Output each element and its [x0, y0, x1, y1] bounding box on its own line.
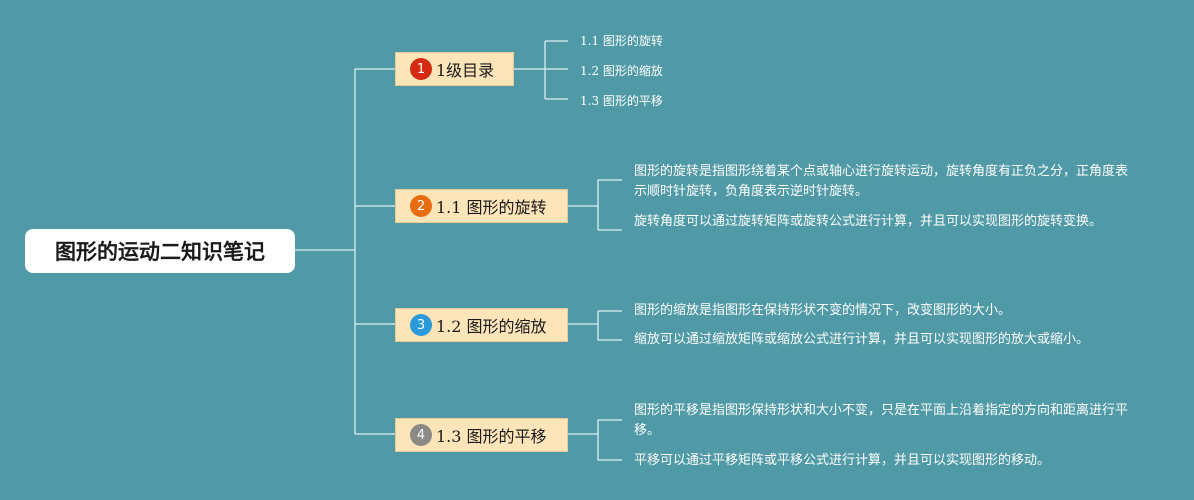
branch-node-3[interactable]: 3 1.2 图形的缩放: [395, 308, 568, 342]
number-badge-icon: 1: [410, 58, 432, 80]
leaf-1-3[interactable]: 1.3 图形的平移: [580, 94, 663, 108]
branch-2-leaf-connector: [568, 179, 622, 231]
leaf-4-2[interactable]: 平移可以通过平移矩阵或平移公式进行计算，并且可以实现图形的移动。: [634, 453, 1051, 468]
leaf-1-1[interactable]: 1.1 图形的旋转: [580, 34, 663, 48]
branch-node-1[interactable]: 1 1级目录: [395, 52, 514, 86]
leaf-2-1[interactable]: 图形的旋转是指图形绕着某个点或轴心进行旋转运动，旋转角度有正负之分，正角度表示顺…: [634, 164, 1129, 199]
leaf-3-1[interactable]: 图形的缩放是指图形在保持形状不变的情况下，改变图形的大小。: [634, 303, 1012, 318]
branch-label: 1.2 图形的缩放: [436, 317, 547, 336]
branch-node-4[interactable]: 4 1.3 图形的平移: [395, 418, 568, 452]
branch-4-leaf-connector: [568, 419, 622, 461]
root-title: 图形的运动二知识笔记: [55, 240, 265, 264]
leaf-2-2[interactable]: 旋转角度可以通过旋转矩阵或旋转公式进行计算，并且可以实现图形的旋转变换。: [634, 214, 1103, 229]
leaf-3-2[interactable]: 缩放可以通过缩放矩阵或缩放公式进行计算，并且可以实现图形的放大或缩小。: [634, 332, 1090, 347]
number-badge-icon: 3: [410, 314, 432, 336]
branch-node-2[interactable]: 2 1.1 图形的旋转: [395, 189, 568, 223]
leaf-4-1[interactable]: 图形的平移是指图形保持形状和大小不变，只是在平面上沿着指定的方向和距离进行平移。: [634, 403, 1129, 438]
root-node[interactable]: 图形的运动二知识笔记: [25, 229, 295, 273]
branch-3-leaf-connector: [568, 310, 622, 341]
branch-label: 1.3 图形的平移: [436, 427, 547, 446]
number-badge-icon: 4: [410, 424, 432, 446]
branch-1-leaf-connector: [514, 40, 568, 100]
leaf-1-2[interactable]: 1.2 图形的缩放: [580, 64, 663, 78]
branch-label: 1级目录: [436, 61, 495, 80]
number-badge-icon: 2: [410, 195, 432, 217]
branch-label: 1.1 图形的旋转: [436, 198, 547, 217]
